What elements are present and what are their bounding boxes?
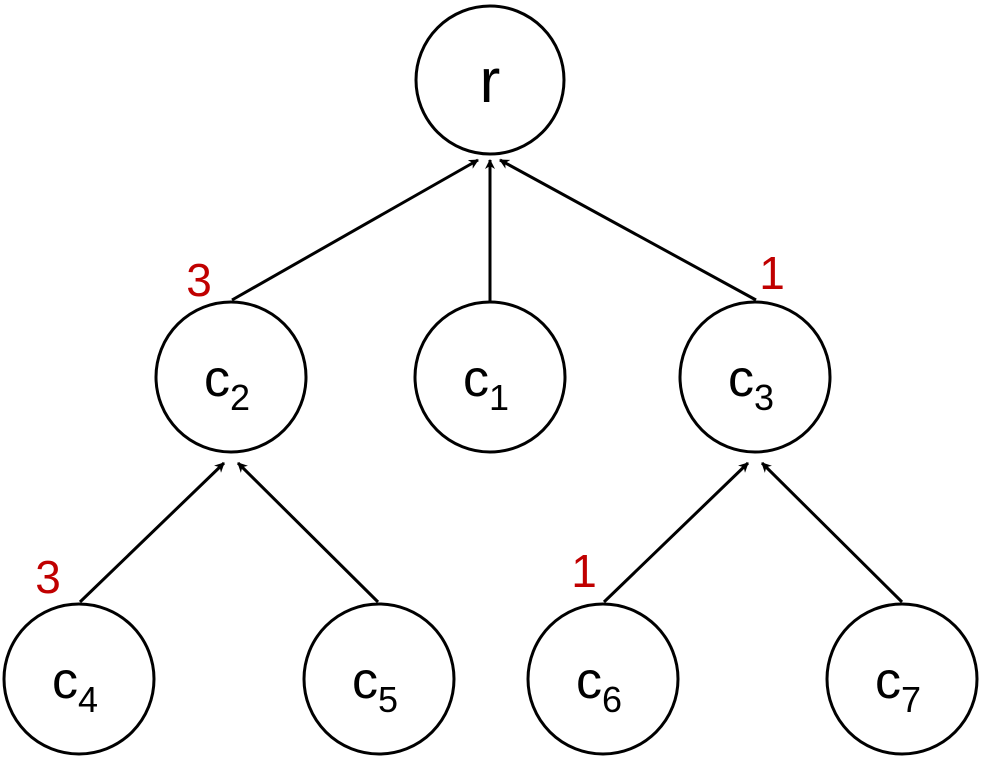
- node-c3-subscript: 3: [754, 377, 774, 418]
- weight-c3: 1: [759, 247, 785, 299]
- edge-c7-to-c3: [760, 461, 904, 604]
- weight-c6: 1: [571, 545, 597, 597]
- node-c1-label: c: [463, 350, 489, 408]
- edge-c6-to-c3: [602, 461, 750, 604]
- node-c7-label: c: [875, 652, 901, 710]
- node-c5-subscript: 5: [378, 679, 398, 720]
- weights: 3 1 3 1: [35, 247, 785, 603]
- node-c7-subscript: 7: [901, 679, 921, 720]
- node-c4-label: c: [52, 652, 78, 710]
- svg-text:c6: c6: [576, 652, 622, 720]
- node-c4-subscript: 4: [78, 679, 98, 720]
- svg-text:c4: c4: [52, 652, 98, 720]
- node-r-label: r: [480, 47, 501, 116]
- weight-c2: 3: [186, 254, 212, 306]
- svg-text:c3: c3: [728, 350, 774, 418]
- node-c3: c3: [678, 300, 832, 454]
- edge-c5-to-c2: [236, 461, 380, 604]
- node-c6: c6: [526, 602, 680, 756]
- node-c1: c1: [413, 300, 567, 454]
- edge-c4-to-c2: [78, 461, 226, 604]
- node-r: r: [414, 4, 566, 156]
- node-c2-label: c: [204, 350, 230, 408]
- node-c7: c7: [825, 602, 979, 756]
- node-c6-label: c: [576, 652, 602, 710]
- svg-text:c1: c1: [463, 350, 509, 418]
- node-c5: c5: [302, 602, 456, 756]
- edge-c3-to-r: [499, 158, 757, 302]
- node-c3-label: c: [728, 350, 754, 408]
- node-c5-label: c: [352, 652, 378, 710]
- node-c6-subscript: 6: [602, 679, 622, 720]
- node-c4: c4: [2, 602, 156, 756]
- weight-c4: 3: [35, 551, 61, 603]
- edges: [78, 158, 904, 604]
- node-c2: c2: [154, 300, 308, 454]
- svg-text:c2: c2: [204, 350, 250, 418]
- node-c2-subscript: 2: [230, 377, 250, 418]
- edge-c2-to-r: [231, 158, 479, 302]
- svg-text:c7: c7: [875, 652, 921, 720]
- svg-text:c5: c5: [352, 652, 398, 720]
- node-c1-subscript: 1: [489, 377, 509, 418]
